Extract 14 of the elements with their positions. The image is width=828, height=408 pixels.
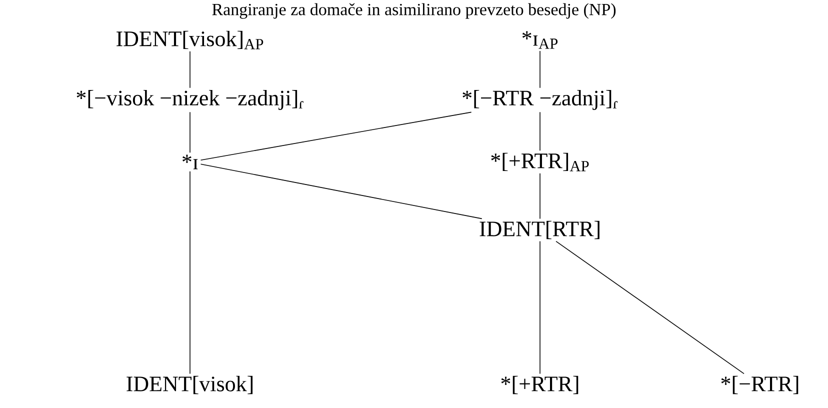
constraint-label: *[−RTR −zadnji]$_{ɾ}$ (462, 90, 618, 110)
title: Rangiranje za domače in asimilirano prevzeto besedje (NP) (212, 3, 616, 19)
constraint-label: IDENT[visok]$_{AP}$ (116, 30, 264, 50)
ranking-line (200, 164, 482, 220)
constraint-label: *[−visok −nizek −zadnji]$_{ɾ}$ (76, 90, 304, 110)
constraint-label: *[+RTR]$_{AP}$ (491, 152, 589, 172)
ranking-line (556, 240, 744, 374)
constraint-label: *[+RTR] (501, 376, 578, 394)
constraint-label: *[−RTR] (721, 376, 798, 394)
ranking-line (200, 112, 472, 160)
constraint-label: IDENT[visok] (126, 376, 253, 394)
constraint-label: IDENT[RTR] (480, 220, 600, 240)
constraint-label: *ɪ$_{AP}$ (522, 31, 558, 49)
constraint-label: *ɪ (182, 154, 198, 170)
